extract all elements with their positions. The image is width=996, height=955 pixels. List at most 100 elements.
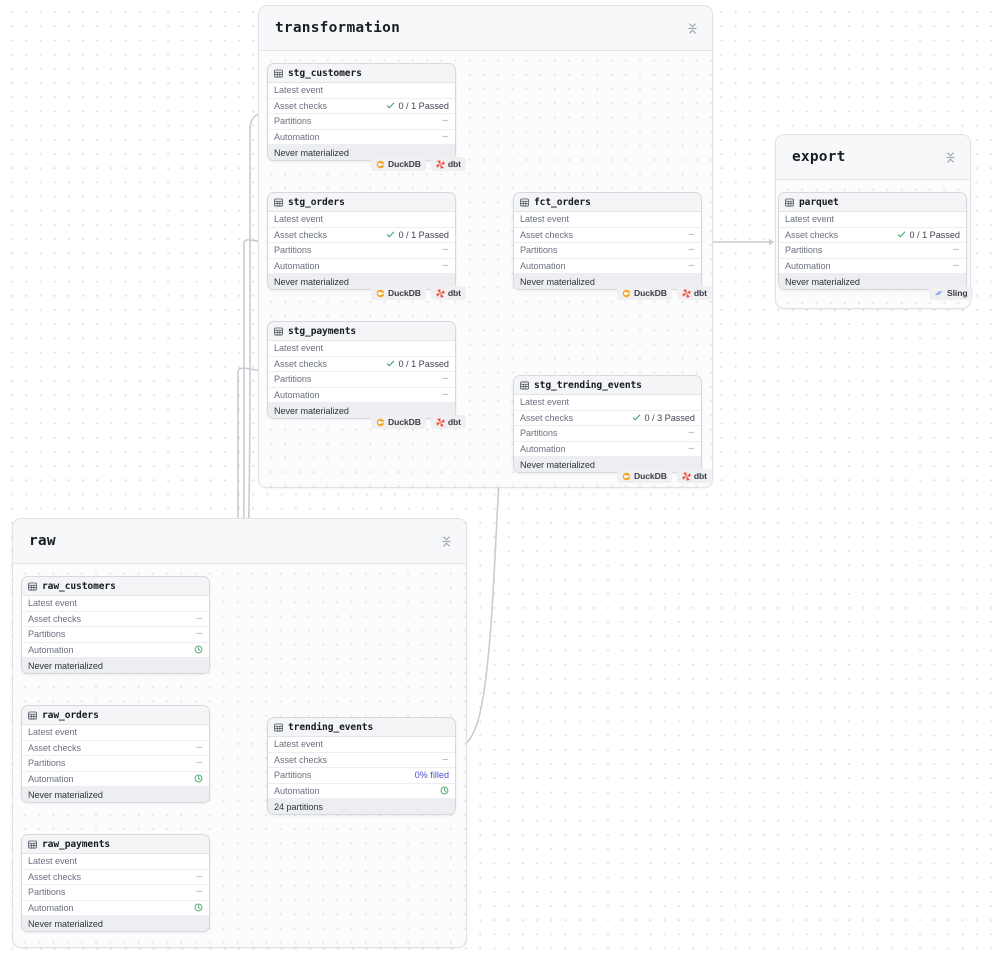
row-value: – [442, 259, 448, 271]
asset-row-asset-checks[interactable]: Asset checks 0 / 1 Passed [268, 227, 455, 243]
collapse-icon[interactable] [687, 23, 698, 34]
asset-row-automation[interactable]: Automation– [268, 258, 455, 274]
collapse-icon[interactable] [441, 536, 452, 547]
kind-tag-dbt[interactable]: dbt [676, 469, 712, 483]
row-label: Asset checks [274, 229, 327, 240]
asset-row-automation[interactable]: Automation [22, 771, 209, 787]
kind-tag-sling[interactable]: Sling [929, 286, 973, 300]
asset-row-asset-checks[interactable]: Asset checks– [22, 611, 209, 627]
asset-row-partitions[interactable]: Partitions– [22, 885, 209, 901]
asset-row-latest-event[interactable]: Latest event [268, 341, 455, 357]
check-icon [898, 231, 906, 238]
asset-row-partitions[interactable]: Partitions– [268, 114, 455, 130]
kind-tag-dbt[interactable]: dbt [430, 157, 466, 171]
asset-row-partitions[interactable]: Partitions– [514, 243, 701, 259]
asset-row-partitions[interactable]: Partitions– [514, 426, 701, 442]
asset-row-latest-event[interactable]: Latest event [22, 596, 209, 612]
asset-row-asset-checks[interactable]: Asset checks– [268, 752, 455, 768]
group-collapse-button-raw[interactable] [439, 534, 453, 548]
asset-node-title: fct_orders [534, 196, 591, 208]
asset-row-partitions[interactable]: Partitions– [22, 627, 209, 643]
kind-tag-duckdb[interactable]: DuckDB [371, 157, 426, 171]
sling-icon [935, 290, 943, 295]
row-label: Asset checks [520, 229, 573, 240]
kind-tags-stg_payments: DuckDB dbt [371, 415, 466, 429]
kind-tag-duckdb[interactable]: DuckDB [371, 286, 426, 300]
asset-row-automation[interactable]: Automation– [514, 441, 701, 457]
kind-tags-fct_orders: DuckDB dbt [617, 286, 712, 300]
asset-row-asset-checks[interactable]: Asset checks 0 / 1 Passed [268, 98, 455, 114]
asset-row-latest-event[interactable]: Latest event [268, 737, 455, 753]
asset-row-latest-event[interactable]: Latest event [779, 212, 966, 228]
automation-value [194, 774, 203, 783]
kind-tag-duckdb[interactable]: DuckDB [617, 469, 672, 483]
kind-tag-dbt[interactable]: dbt [676, 286, 712, 300]
asset-row-asset-checks[interactable]: Asset checks– [514, 227, 701, 243]
asset-row-latest-event[interactable]: Latest event [268, 83, 455, 99]
dbt-icon [682, 472, 691, 480]
asset-row-asset-checks[interactable]: Asset checks– [22, 869, 209, 885]
asset-row-asset-checks[interactable]: Asset checks– [22, 740, 209, 756]
asset-row-latest-event[interactable]: Latest event [22, 854, 209, 870]
kind-tag-dbt[interactable]: dbt [430, 415, 466, 429]
asset-row-latest-event[interactable]: Latest event [268, 212, 455, 228]
group-collapse-button-transformation[interactable] [685, 21, 699, 35]
collapse-icon[interactable] [945, 152, 956, 163]
row-value: 0 / 1 Passed [386, 101, 449, 111]
row-label: Automation [785, 260, 831, 271]
group-header-export: export [776, 135, 970, 180]
asset-row-partitions[interactable]: Partitions– [268, 372, 455, 388]
asset-node-header: stg_orders [268, 193, 455, 212]
row-label: Latest event [28, 598, 77, 609]
asset-row-automation[interactable]: Automation– [514, 258, 701, 274]
asset-row-latest-event[interactable]: Latest event [514, 395, 701, 411]
asset-checks-value: 0 / 1 Passed [398, 100, 449, 111]
table-icon [274, 69, 283, 77]
asset-row-automation[interactable]: Automation– [268, 129, 455, 145]
kind-tag-duckdb[interactable]: DuckDB [371, 415, 426, 429]
row-value: – [442, 244, 448, 256]
duckdb-icon [376, 289, 385, 297]
asset-node-header: raw_customers [22, 577, 209, 596]
asset-row-automation[interactable]: Automation– [779, 258, 966, 274]
asset-node-title: trending_events [288, 721, 374, 733]
asset-row-partitions[interactable]: Partitions– [22, 756, 209, 772]
kind-tag-dbt[interactable]: dbt [430, 286, 466, 300]
asset-row-partitions[interactable]: Partitions– [268, 243, 455, 259]
check-icon [633, 414, 641, 421]
group-collapse-button-export[interactable] [943, 150, 957, 164]
row-label: Latest event [28, 856, 77, 867]
row-value: – [688, 427, 694, 439]
kind-tag-label: dbt [447, 288, 461, 298]
row-label: Automation [28, 902, 74, 913]
kind-tag-duckdb[interactable]: DuckDB [617, 286, 672, 300]
dbt-icon [436, 418, 445, 426]
asset-row-automation[interactable]: Automation [268, 783, 455, 799]
row-value: 0 / 1 Passed [386, 230, 449, 240]
row-label: Automation [520, 260, 566, 271]
asset-row-automation[interactable]: Automation [22, 900, 209, 916]
asset-row-latest-event[interactable]: Latest event [514, 212, 701, 228]
kind-tags-stg_customers: DuckDB dbt [371, 157, 466, 171]
asset-row-latest-event[interactable]: Latest event [22, 725, 209, 741]
asset-node-header: parquet [779, 193, 966, 212]
asset-row-automation[interactable]: Automation– [268, 387, 455, 403]
asset-row-partitions[interactable]: Partitions– [779, 243, 966, 259]
row-label: Asset checks [274, 100, 327, 111]
asset-row-automation[interactable]: Automation [22, 642, 209, 658]
